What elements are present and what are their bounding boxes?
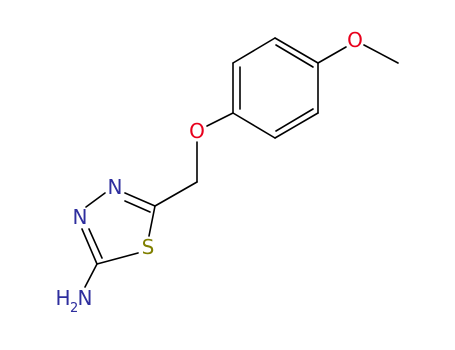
bond-ring-3-inner (275, 108, 314, 132)
bond-c5-n4-inner (124, 200, 151, 213)
atom-n-upper: N (108, 175, 123, 199)
atom-o-ether: O (189, 119, 205, 143)
amine-subscript: 2 (70, 301, 78, 316)
bond-ring-3 (274, 112, 319, 139)
amine-h-label: H (55, 286, 70, 310)
bond-ch2-to-thiadiazole (154, 181, 198, 207)
bond-c2-to-amine (84, 263, 98, 288)
atom-amine: H 2 N (55, 286, 92, 316)
bond-n3-c2-inner (88, 228, 103, 259)
thiadiazole-ring (81, 192, 156, 265)
bond-ring-to-ether-o (206, 112, 234, 127)
atom-n-lower: N (73, 205, 88, 229)
atom-o-methoxy: O (347, 28, 363, 52)
bond-s1-c5 (148, 205, 156, 237)
bond-ring-4 (232, 112, 276, 139)
atom-s: S (142, 235, 155, 259)
bond-c2-s1 (96, 252, 139, 265)
bond-n3-c2 (81, 228, 98, 265)
bond-ring-to-methoxy-o (317, 46, 347, 64)
bond-ring-1-inner (275, 44, 314, 68)
bond-ring-1 (274, 37, 319, 64)
amine-n-label: N (78, 286, 93, 310)
bond-c5-n4 (124, 192, 156, 207)
bond-ring-6 (232, 37, 276, 64)
bond-methoxy-o-to-methyl (363, 44, 399, 64)
bond-n4-n3 (85, 192, 106, 208)
benzene-ring (232, 37, 319, 139)
